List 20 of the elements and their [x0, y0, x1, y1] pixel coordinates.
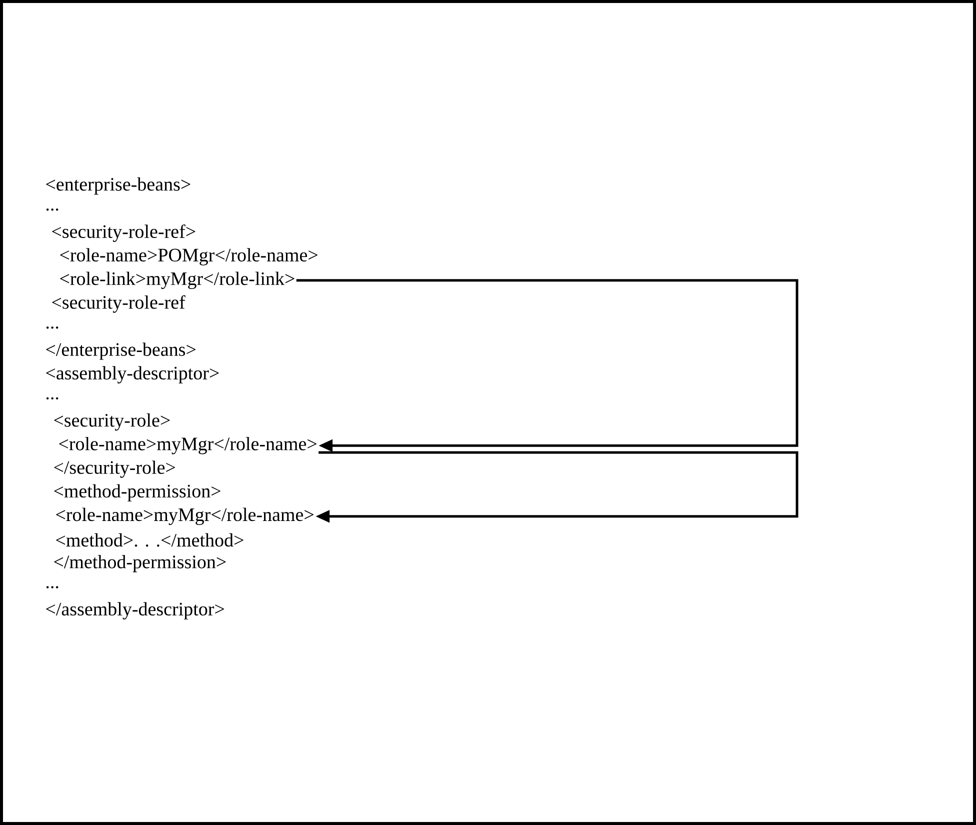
code-line: ...	[46, 397, 58, 400]
code-line: <role-name>myMgr</role-name>	[59, 436, 316, 454]
code-line: <role-name>POMgr</role-name>	[60, 248, 318, 266]
code-line: </security-role>	[54, 460, 176, 478]
code-line: </method-permission>	[54, 555, 226, 572]
code-line: <assembly-descriptor>	[46, 366, 219, 384]
code-line: ...	[46, 326, 58, 329]
code-line: <security-role>	[54, 413, 170, 431]
code-line: <security-role-ref	[52, 295, 186, 313]
code-line: <method>. . .</method>	[56, 533, 244, 547]
code-line: ...	[46, 208, 58, 211]
code-line: <enterprise-beans>	[46, 177, 190, 195]
code-line: <role-link>myMgr</role-link>	[60, 272, 294, 290]
code-line: <security-role-ref>	[52, 224, 196, 242]
code-line: <role-name>myMgr</role-name>	[56, 508, 314, 526]
code-line: <method-permission>	[54, 484, 220, 502]
code-line: ...	[46, 586, 58, 588]
code-line: </assembly-descriptor>	[46, 602, 224, 620]
arrow	[296, 279, 798, 452]
code-line: </enterprise-beans>	[46, 342, 196, 360]
